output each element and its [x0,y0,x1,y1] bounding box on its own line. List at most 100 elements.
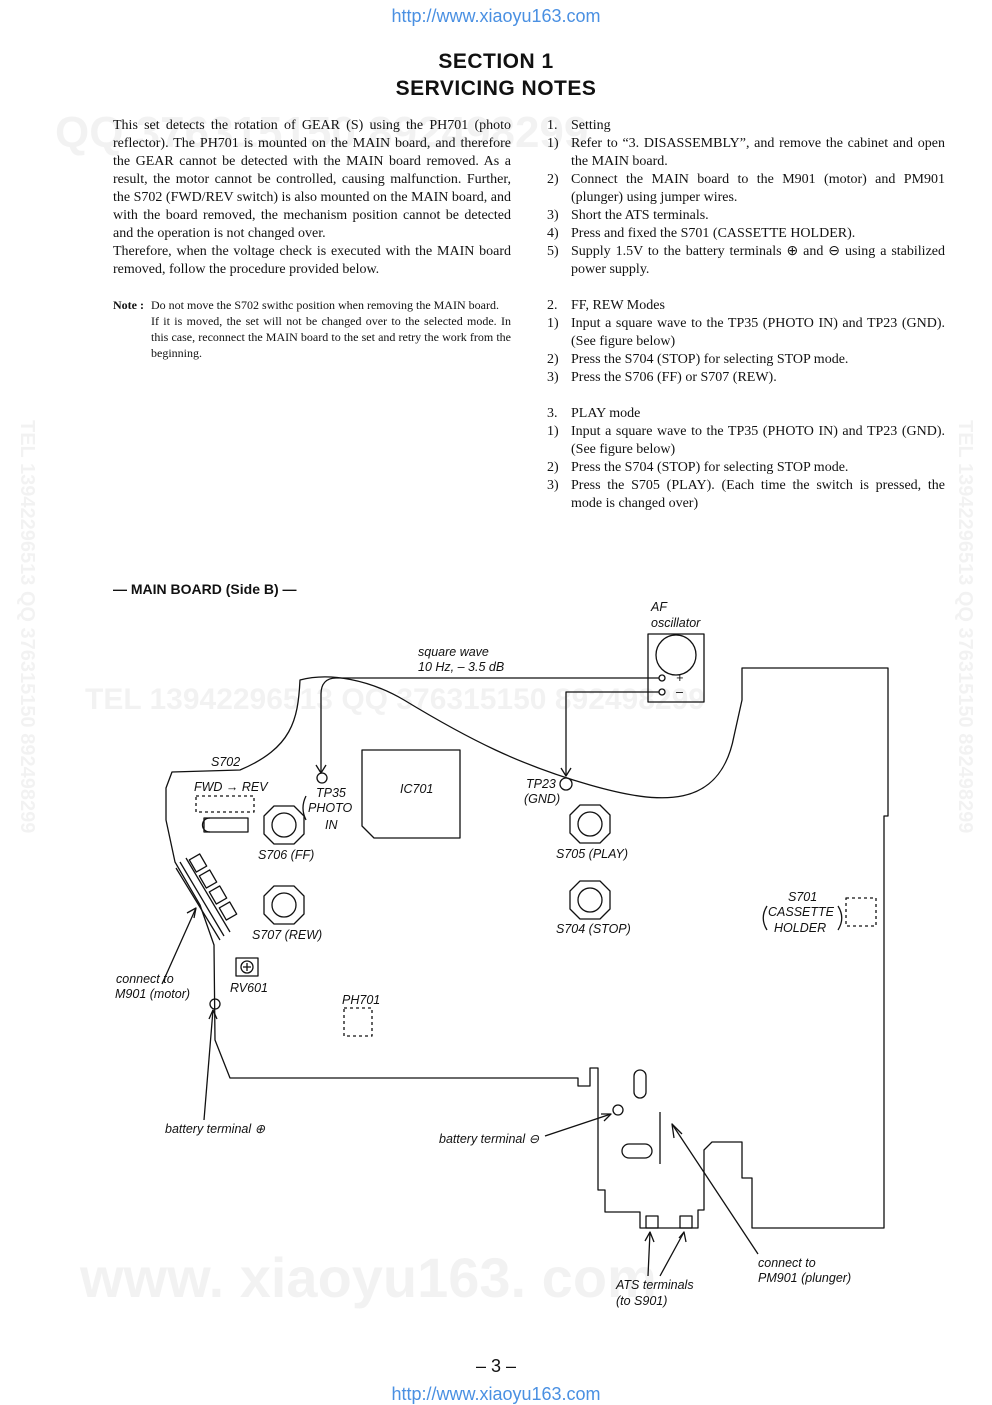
ic701-label: IC701 [400,782,433,796]
list-item: 1)Input a square wave to the TP35 (PHOTO… [547,315,945,351]
s707-label: S707 (REW) [252,928,322,942]
tp35-label: IN [325,818,338,832]
battery-plus-label: battery terminal ⊕ [165,1122,266,1136]
ph701-label: PH701 [342,993,380,1007]
gnd-wire [565,691,659,776]
item-number: 2) [547,460,559,475]
ic701-chip [361,749,461,839]
step-title: FF, REW Modes [571,298,665,313]
item-text: Connect the MAIN board to the M901 (moto… [571,172,945,205]
step-title: Setting [571,118,611,133]
tp23-label: (GND) [524,792,560,806]
s701-label: S701 [788,890,817,904]
list-item: 1) Input a square wave to the TP35 (PHOTO… [547,423,945,459]
item-number: 1) [547,316,559,331]
rv601-trimmer [235,957,259,977]
s701-label: HOLDER [774,921,826,935]
list-item: 4) Press and fixed the S701 (CASSETTE HOL… [547,225,945,243]
watermark-top: QQ 376315150 892498299 [55,108,589,157]
item-number: 4) [547,226,559,241]
header-url[interactable]: http://www.xiaoyu163.com [391,6,601,26]
page-number: – 3 – [475,1356,517,1376]
minus-label: – [675,685,684,699]
item-text: Press the S705 (PLAY). (Each time the sw… [571,478,945,511]
plus-label: + [676,671,683,685]
board-outline [165,667,889,1229]
note-line: If it is moved, the set will not be chan… [151,314,511,360]
item-number: 1) [547,136,559,151]
motor-connector [175,857,231,941]
list-item: 2)Connect the MAIN board to the M901 (mo… [547,171,945,207]
procedure: 1. Setting 1)Refer to “3. DISASSEMBLY”, a… [547,117,945,531]
item-text: Press and fixed the S701 (CASSETTE HOLDE… [571,226,856,241]
note-line: Do not move the S702 swithc position whe… [151,298,499,312]
s705-button [569,804,611,844]
square-wave-wire [320,677,659,772]
list-item: 2)Press the S704 (STOP) for selecting ST… [547,351,945,369]
plunger-connect-label: connect to [758,1256,816,1270]
plunger-connect-label: PM901 (plunger) [758,1271,851,1285]
list-item: 3)Press the S706 (FF) or S707 (REW). [547,369,945,387]
s704-label: S704 (STOP) [556,922,631,936]
list-item: 5) Supply 1.5V to the battery terminals ⊕… [547,243,945,279]
square-wave-label: square wave [418,645,489,659]
rv601-label: RV601 [230,981,268,995]
motor-connect-label: connect to [116,972,174,986]
s705-label: S705 (PLAY) [556,847,628,861]
s706-label: S706 (FF) [258,848,314,862]
step-number: 1. [547,118,558,133]
watermark-mid: TEL 13942296513 QQ 376315150 892498299 [85,683,705,716]
list-item: 3)Short the ATS terminals. [547,207,945,225]
list-item: 3) Press the S705 (PLAY). (Each time the … [547,477,945,513]
s701-label: CASSETTE [768,905,835,919]
intro-paragraph: This set detects the rotation of GEAR (S… [113,118,511,241]
item-number: 3) [547,370,559,385]
battery-minus-label: battery terminal ⊖ [439,1132,540,1146]
item-text: Press the S704 (STOP) for selecting STOP… [571,352,849,367]
tp23-testpoint [559,777,573,791]
af-oscillator-dial [655,634,697,676]
item-number: 5) [547,244,559,259]
intro-paragraph: Therefore, when the voltage check is exe… [113,244,511,277]
plunger-connector-arrow [671,1123,759,1255]
ats-terminal [645,1215,659,1229]
section-number: SECTION 1 [438,50,554,73]
motor-connector-arrow [161,907,197,985]
tp35-label: TP35 [316,786,346,800]
ats-label: ATS terminals [615,1278,694,1292]
motor-connect-label: M901 (motor) [115,987,190,1001]
battery-minus-terminal [612,1104,624,1116]
tp35-label: PHOTO [308,801,352,815]
board-title: — MAIN BOARD (Side B) — [113,581,297,597]
step-title: PLAY mode [571,406,641,421]
step-setting: 1. Setting 1)Refer to “3. DISASSEMBLY”, a… [547,117,945,279]
ats-label: (to S901) [616,1294,667,1308]
step-ff-rew: 2. FF, REW Modes 1)Input a square wave to… [547,297,945,387]
list-item: 2)Press the S704 (STOP) for selecting ST… [547,459,945,477]
step-number: 3. [547,406,558,421]
tp23-label: TP23 [526,777,556,791]
list-item: 1)Refer to “3. DISASSEMBLY”, and remove … [547,135,945,171]
watermark-bottom: www. xiaoyu163. com [80,1246,657,1309]
item-number: 3) [547,478,559,493]
item-text: Supply 1.5V to the battery terminals ⊕ a… [571,244,945,277]
footer-url[interactable]: http://www.xiaoyu163.com [391,1384,601,1404]
s704-button [569,880,611,920]
battery-plus-terminal [209,998,221,1010]
s701-switch [845,897,877,927]
fwd-rev-label: FWD → REV [194,780,269,794]
section-heading: SERVICING NOTES [395,77,597,100]
item-text: Input a square wave to the TP35 (PHOTO I… [571,424,945,457]
tp35-testpoint [316,772,328,784]
s706-button [263,805,305,845]
s702-label: S702 [211,755,240,769]
item-text: Short the ATS terminals. [571,208,709,223]
item-number: 1) [547,424,559,439]
note-label: Note : [113,298,144,312]
note-block: Note : Do not move the S702 swithc posit… [113,297,511,361]
step-number: 2. [547,298,558,313]
ats-terminal [679,1215,693,1229]
step-play: 3. PLAY mode 1) Input a square wave to the… [547,405,945,513]
intro-text: This set detects the rotation of GEAR (S… [113,117,511,279]
